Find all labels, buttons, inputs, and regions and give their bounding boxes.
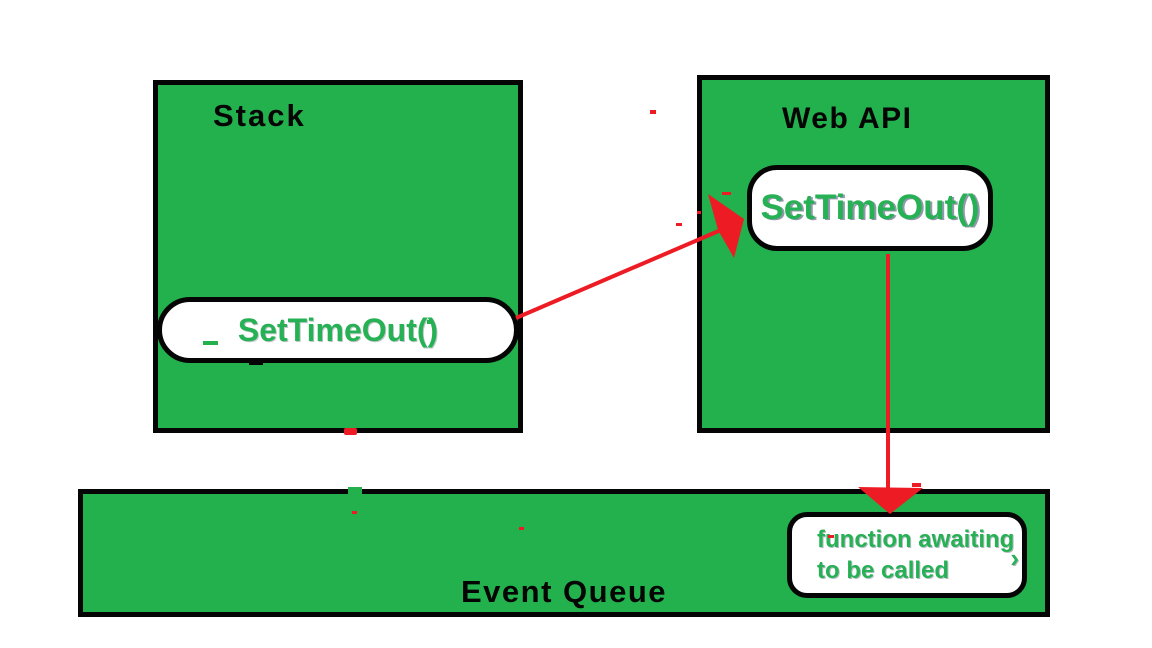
stack-settimeout-label: SetTimeOut()	[237, 312, 439, 348]
stray-chevron-mark: ›	[1010, 543, 1019, 573]
web-api-settimeout-label: SetTimeOut()	[760, 188, 980, 227]
web-api-settimeout-pill: SetTimeOut()	[747, 165, 993, 251]
event-queue-bar: Event Queue function awaiting to be call…	[78, 489, 1050, 617]
function-awaiting-pill: function awaiting to be called ›	[787, 512, 1027, 598]
web-api-box: Web API SetTimeOut()	[697, 75, 1050, 433]
function-awaiting-line1: function awaiting	[817, 526, 1015, 553]
stack-settimeout-pill: SetTimeOut()	[157, 297, 519, 363]
stack-title: Stack	[213, 98, 306, 133]
red-dot-smudge	[650, 110, 656, 114]
function-awaiting-line2: to be called	[817, 557, 950, 584]
event-queue-title: Event Queue	[461, 574, 667, 609]
web-api-title: Web API	[782, 102, 913, 135]
stack-box: Stack SetTimeOut()	[153, 80, 523, 433]
